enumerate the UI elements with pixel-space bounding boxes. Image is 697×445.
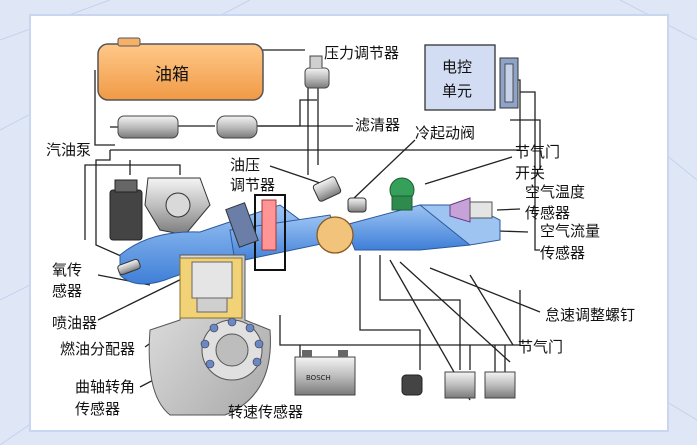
throttle-switch-part bbox=[389, 177, 415, 211]
fuel-filter: 滤清器 bbox=[216, 115, 400, 139]
oxygen-sensor-label-line1: 氧传 bbox=[52, 261, 82, 279]
air-temp-sensor-label-line1: 空气温度 bbox=[525, 183, 585, 201]
labels: 冷起动阀 节气门 开关 油压 调节器 空气温度 传感器 空气流量 传感器 氧传 … bbox=[52, 124, 635, 421]
ecu-label-line1: 电控 bbox=[442, 58, 472, 76]
crank-sensor-label-line1: 曲轴转角 bbox=[75, 378, 135, 396]
injector-label: 喷油器 bbox=[52, 314, 97, 332]
fuel-distributor-label: 燃油分配器 bbox=[60, 340, 135, 358]
battery: BOSCH bbox=[294, 350, 356, 396]
fuel-tank: 油箱 bbox=[97, 37, 264, 101]
throttle-label: 节气门 bbox=[518, 338, 563, 356]
engine-block bbox=[148, 254, 271, 416]
battery-brand-label: BOSCH bbox=[306, 374, 331, 382]
relay-components bbox=[401, 371, 516, 399]
ecu-label-line2: 单元 bbox=[442, 82, 472, 100]
injector-assembly bbox=[225, 194, 286, 271]
cold-start-valve-label: 冷起动阀 bbox=[415, 124, 475, 142]
airflow-sensor-label-line1: 空气流量 bbox=[540, 222, 600, 240]
throttle-switch-label-line1: 节气门 bbox=[515, 143, 560, 161]
oxygen-sensor-label-line2: 感器 bbox=[52, 282, 82, 300]
crank-sensor-label-line2: 传感器 bbox=[75, 400, 120, 418]
speed-sensor-label: 转速传感器 bbox=[228, 403, 303, 421]
throttle-body bbox=[312, 176, 367, 254]
fuel-pump: 汽油泵 bbox=[46, 115, 179, 159]
pressure-regulator-label: 压力调节器 bbox=[324, 44, 399, 62]
pressure-regulator: 压力调节器 bbox=[304, 44, 399, 89]
idle-screw-label: 怠速调整螺钉 bbox=[545, 306, 635, 324]
ecu-unit: 电控 单元 bbox=[424, 44, 519, 111]
throttle-switch-label-line2: 开关 bbox=[515, 164, 545, 182]
oil-pressure-regulator-label-line1: 油压 bbox=[230, 156, 260, 174]
airflow-sensor-label-line2: 传感器 bbox=[540, 244, 585, 262]
air-temp-sensor-part bbox=[449, 197, 493, 223]
ignition-coil bbox=[109, 179, 143, 241]
tank-label: 油箱 bbox=[155, 65, 189, 85]
oxygen-sensor bbox=[117, 258, 141, 276]
air-temp-sensor-label-line2: 传感器 bbox=[525, 204, 570, 222]
oil-pressure-regulator-label-line2: 调节器 bbox=[230, 176, 275, 194]
crank-teeth bbox=[200, 317, 264, 369]
fuel-pump-label: 汽油泵 bbox=[46, 141, 91, 159]
filter-label: 滤清器 bbox=[355, 116, 400, 134]
